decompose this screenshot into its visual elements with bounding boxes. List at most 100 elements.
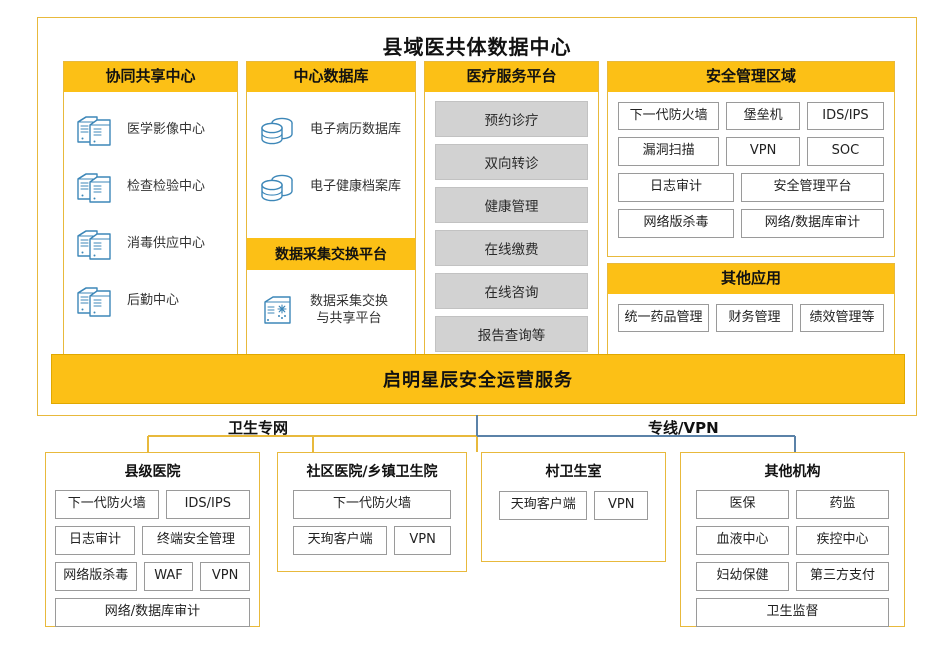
panel-security-zone: 安全管理区域 下一代防火墙 堡垒机 IDS/IPS 漏洞扫描 VPN SOC 日… [607, 61, 895, 257]
institution-chip[interactable]: 日志审计 [55, 525, 135, 555]
panel-collaboration-title: 协同共享中心 [64, 62, 237, 92]
list-item[interactable]: 医学影像中心 [73, 102, 228, 159]
panel-medical-service-title: 医疗服务平台 [425, 62, 598, 92]
institution-chip[interactable]: 妇幼保健 [696, 561, 789, 591]
server-stack-icon [73, 108, 117, 152]
service-button[interactable]: 预约诊疗 [435, 100, 588, 137]
security-chip[interactable]: 安全管理平台 [741, 173, 884, 203]
institution-chip[interactable]: 药监 [796, 490, 889, 519]
institution-chip[interactable]: 卫生监督 [696, 597, 889, 627]
data-center-frame: 县域医共体数据中心 协同共享中心 [37, 17, 917, 416]
chip-row: 血液中心 疾控中心 [690, 525, 895, 555]
institution-chip[interactable]: 终端安全管理 [142, 525, 250, 555]
security-chip[interactable]: 漏洞扫描 [618, 137, 720, 167]
chip-row: 网络版杀毒 WAF VPN [55, 561, 250, 591]
institution-chip[interactable]: 疾控中心 [796, 525, 889, 555]
institution-title: 社区医院/乡镇卫生院 [306, 464, 438, 480]
chip-row: 日志审计 安全管理平台 [618, 173, 884, 203]
institution-chip[interactable]: 网络版杀毒 [55, 561, 137, 591]
security-chip[interactable]: 日志审计 [618, 173, 734, 203]
list-item[interactable]: 检查检验中心 [73, 159, 228, 216]
security-operations-bar: 启明星辰安全运营服务 [51, 354, 905, 404]
chip-row: 下一代防火墙 [287, 490, 457, 519]
institution-chip[interactable]: WAF [143, 561, 194, 591]
chip-row: 卫生监督 [690, 597, 895, 627]
server-stack-icon [73, 165, 117, 209]
institution-chip[interactable]: VPN [394, 525, 451, 555]
institution-chip[interactable]: 下一代防火墙 [55, 490, 159, 519]
panel-central-database: 中心数据库 电子病历数据库 [246, 61, 416, 356]
list-item-label-line1: 数据采集交换 [310, 294, 389, 310]
chip-row: 医保 药监 [690, 490, 895, 519]
security-chip[interactable]: 网络/数据库审计 [741, 209, 884, 239]
service-button[interactable]: 健康管理 [435, 186, 588, 223]
chip-row: 漏洞扫描 VPN SOC [618, 137, 884, 167]
chip-row: 日志审计 终端安全管理 [55, 525, 250, 555]
institution-title: 其他机构 [764, 464, 821, 480]
chip-row: 统一药品管理 财务管理 绩效管理等 [618, 303, 884, 333]
list-item[interactable]: 电子病历数据库 [256, 102, 406, 159]
institution-chip[interactable]: VPN [594, 491, 648, 520]
service-button[interactable]: 在线缴费 [435, 229, 588, 266]
other-app-chip[interactable]: 统一药品管理 [618, 303, 709, 333]
security-chip[interactable]: 堡垒机 [726, 101, 800, 131]
list-item-label: 后勤中心 [127, 292, 180, 308]
server-stack-icon [73, 279, 117, 323]
institution-other-agencies: 其他机构 医保 药监 血液中心 疾控中心 妇幼保健 第三方支付 卫生监督 [680, 452, 905, 627]
list-item-label-line2: 与共享平台 [316, 310, 382, 326]
institution-chip[interactable]: 网络/数据库审计 [55, 597, 250, 627]
security-chip[interactable]: 下一代防火墙 [618, 101, 720, 131]
panel-other-apps-title: 其他应用 [608, 264, 894, 294]
chip-row: 下一代防火墙 堡垒机 IDS/IPS [618, 101, 884, 131]
security-chip[interactable]: 网络版杀毒 [618, 209, 734, 239]
institution-chip[interactable]: 血液中心 [696, 525, 789, 555]
connector-label-left: 卫生专网 [228, 419, 289, 437]
chip-row: 网络/数据库审计 [55, 597, 250, 627]
chip-row: 妇幼保健 第三方支付 [690, 561, 895, 591]
institution-chip[interactable]: 第三方支付 [796, 561, 889, 591]
connector-label-right: 专线/VPN [648, 419, 719, 437]
list-item-label: 消毒供应中心 [127, 235, 206, 251]
list-item[interactable]: 电子健康档案库 [256, 159, 406, 216]
chip-row: 天珣客户端 VPN [491, 491, 656, 520]
database-icon [256, 165, 300, 209]
other-app-chip[interactable]: 财务管理 [715, 303, 793, 333]
list-item[interactable]: 数据采集交换 与共享平台 [256, 276, 406, 346]
server-stack-icon [73, 222, 117, 266]
other-app-chip[interactable]: 绩效管理等 [800, 303, 884, 333]
list-item-label: 检查检验中心 [127, 178, 206, 194]
panel-medical-service: 医疗服务平台 预约诊疗 双向转诊 健康管理 在线缴费 在线咨询 报告查询等 [424, 61, 599, 356]
list-item-label: 医学影像中心 [127, 121, 206, 137]
list-item-label: 数据采集交换 与共享平台 [310, 294, 388, 327]
panel-central-database-title: 中心数据库 [247, 62, 415, 92]
institution-title: 村卫生室 [545, 464, 602, 480]
institution-chip[interactable]: IDS/IPS [165, 490, 250, 519]
security-chip[interactable]: IDS/IPS [806, 101, 884, 131]
list-item-label: 电子病历数据库 [310, 121, 402, 137]
service-button[interactable]: 报告查询等 [435, 315, 588, 352]
panel-collaboration: 协同共享中心 [63, 61, 238, 356]
institution-county-hospital: 县级医院 下一代防火墙 IDS/IPS 日志审计 终端安全管理 网络版杀毒 WA… [45, 452, 260, 627]
institution-chip[interactable]: VPN [200, 561, 250, 591]
security-chip[interactable]: SOC [806, 137, 884, 167]
page-title: 县域医共体数据中心 [382, 35, 572, 59]
panel-security-zone-title: 安全管理区域 [608, 62, 894, 92]
exchange-server-icon [256, 289, 300, 333]
sub-banner-data-exchange: 数据采集交换平台 [247, 237, 415, 270]
institution-chip[interactable]: 医保 [696, 490, 789, 519]
chip-row: 下一代防火墙 IDS/IPS [55, 490, 250, 519]
list-item[interactable]: 后勤中心 [73, 273, 228, 330]
institution-chip[interactable]: 下一代防火墙 [293, 490, 451, 519]
service-button[interactable]: 在线咨询 [435, 272, 588, 309]
list-item-label: 电子健康档案库 [310, 178, 402, 194]
list-item[interactable]: 消毒供应中心 [73, 216, 228, 273]
chip-row: 天珣客户端 VPN [287, 525, 457, 555]
institution-chip[interactable]: 天珣客户端 [293, 525, 388, 555]
service-button[interactable]: 双向转诊 [435, 143, 588, 180]
institution-community-hospital: 社区医院/乡镇卫生院 下一代防火墙 天珣客户端 VPN [277, 452, 467, 572]
security-chip[interactable]: VPN [726, 137, 800, 167]
panel-other-apps: 其他应用 统一药品管理 财务管理 绩效管理等 [607, 263, 895, 356]
institution-chip[interactable]: 天珣客户端 [499, 491, 588, 520]
chip-row: 网络版杀毒 网络/数据库审计 [618, 209, 884, 239]
institution-village-clinic: 村卫生室 天珣客户端 VPN [481, 452, 666, 562]
